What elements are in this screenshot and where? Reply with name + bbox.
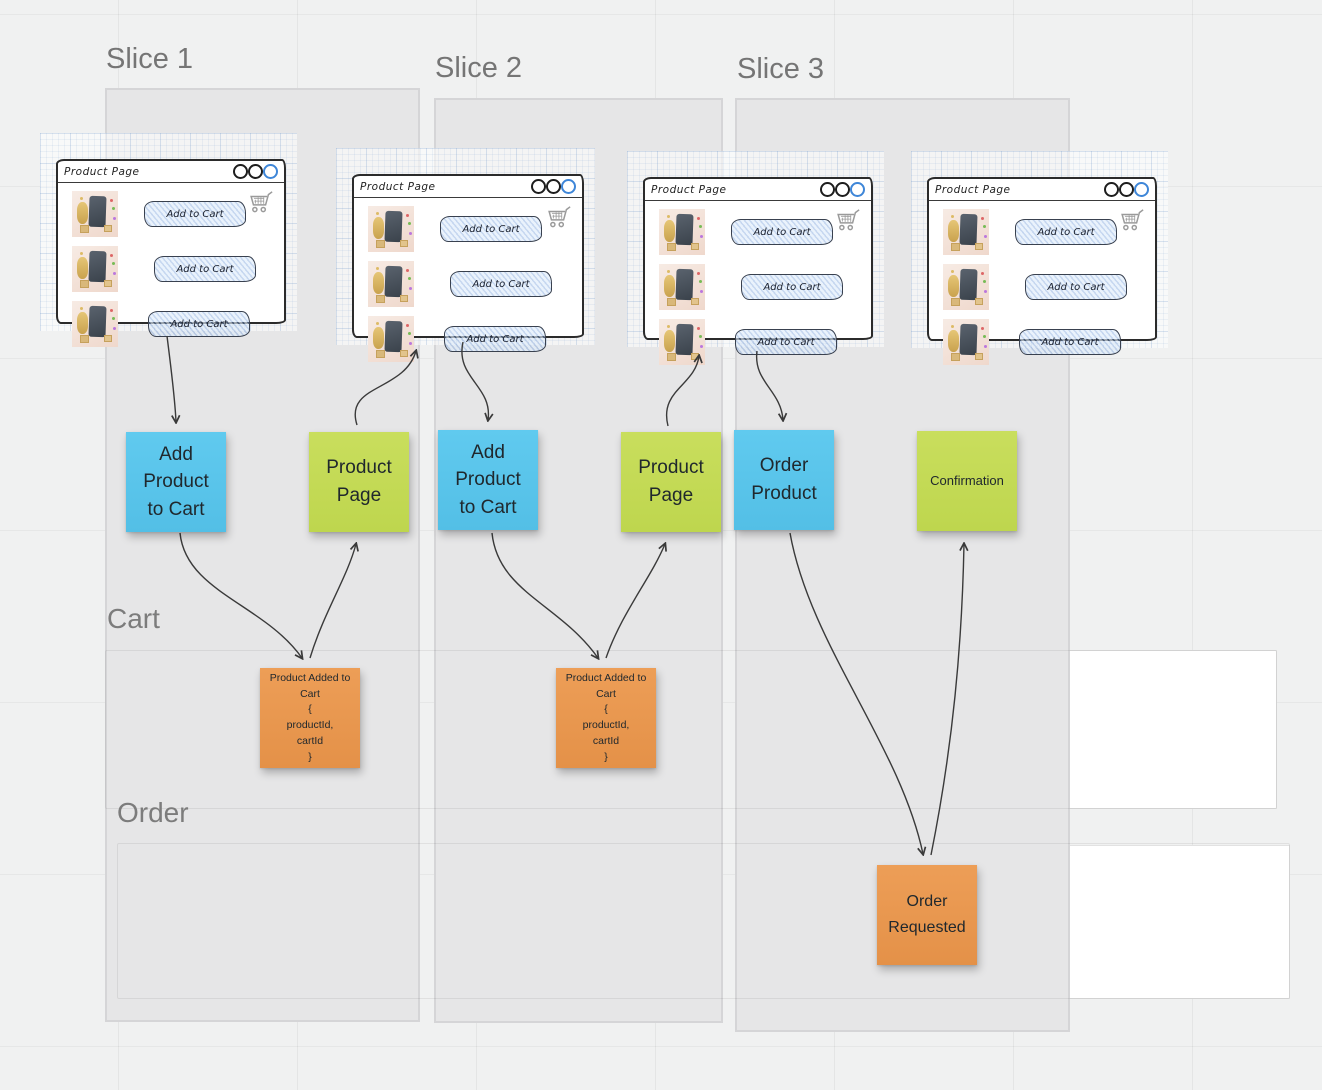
shopping-cart-icon [837,209,860,231]
window-title: Product Page [360,180,436,193]
window-title: Product Page [651,183,727,196]
wireframe-product-page-3[interactable]: Product Page Add to Cart [627,151,884,365]
browser-window: Product Page Add to Cart [56,159,286,347]
circle-icon [1119,182,1134,197]
cart-lane-segment[interactable] [1069,650,1277,809]
product-row: Add to Cart [368,316,552,362]
browser-window: Product Page Add to Cart [352,174,584,362]
add-to-cart-button: Add to Cart [444,326,546,352]
circle-icon [546,179,561,194]
product-row: Add to Cart [72,246,256,292]
window-control-circles [531,179,576,194]
browser-window: Product Page Add to Cart [643,177,873,365]
order-lane-label[interactable]: Order [117,797,189,828]
connector-arrow[interactable] [491,532,598,658]
add-to-cart-button: Add to Cart [741,274,843,300]
slice-2-label[interactable]: Slice 2 [435,52,523,84]
product-image [72,191,118,237]
connector-arrow[interactable] [789,532,923,854]
circle-icon-blue [561,179,576,194]
shopping-cart-icon [1121,209,1144,231]
sticky-event-product-added-to-cart-2[interactable]: Product Added to Cart { productId, cartI… [556,668,656,768]
order-lane-segment[interactable] [1069,845,1290,999]
connector-arrow[interactable] [461,341,489,420]
product-image [943,209,989,255]
add-to-cart-button: Add to Cart [144,201,246,227]
product-row: Add to Cart [72,301,256,347]
sticky-command-add-product-to-cart-2[interactable]: Add Product to Cart [438,430,538,530]
product-image [72,246,118,292]
window-title: Product Page [64,165,140,178]
product-image [368,316,414,362]
window-control-circles [820,182,865,197]
sticky-view-product-page-2[interactable]: Product Page [621,432,721,532]
connector-arrow[interactable] [309,544,356,659]
product-image [943,264,989,310]
connector-arrow[interactable] [166,335,176,422]
product-row: Add to Cart [943,264,1127,310]
wireframe-product-page-2[interactable]: Product Page Add to Cart [336,148,595,362]
add-to-cart-button: Add to Cart [154,256,256,282]
connector-arrow[interactable] [930,544,964,856]
product-image [659,264,705,310]
circle-icon [531,179,546,194]
add-to-cart-button: Add to Cart [440,216,542,242]
product-image [659,319,705,365]
add-to-cart-button: Add to Cart [450,271,552,297]
circle-icon [233,164,248,179]
connector-arrow[interactable] [605,544,665,659]
window-control-circles [233,164,278,179]
circle-icon-blue [1134,182,1149,197]
window-control-circles [1104,182,1149,197]
wireframe-product-page-1[interactable]: Product Page Add to Cart [40,133,297,347]
circle-icon [835,182,850,197]
product-row: Add to Cart [659,264,843,310]
circle-icon-blue [263,164,278,179]
sticky-command-order-product[interactable]: Order Product [734,430,834,530]
shopping-cart-icon [250,191,273,213]
circle-icon-blue [850,182,865,197]
product-row: Add to Cart [72,191,256,237]
slice-3-label[interactable]: Slice 3 [737,53,825,85]
shopping-cart-icon [548,206,571,228]
browser-window: Product Page Add to Cart [927,177,1157,365]
wireframe-product-page-4[interactable]: Product Page Add to Cart [911,151,1168,365]
product-row: Add to Cart [659,209,843,255]
connector-arrow[interactable] [665,356,699,427]
product-image [659,209,705,255]
sticky-command-add-product-to-cart-1[interactable]: Add Product to Cart [126,432,226,532]
add-to-cart-button: Add to Cart [731,219,833,245]
circle-icon [820,182,835,197]
sticky-event-product-added-to-cart-1[interactable]: Product Added to Cart { productId, cartI… [260,668,360,768]
product-image [72,301,118,347]
product-row: Add to Cart [368,206,552,252]
product-row: Add to Cart [368,261,552,307]
sticky-view-product-page-1[interactable]: Product Page [309,432,409,532]
product-row: Add to Cart [943,209,1127,255]
product-image [368,206,414,252]
sticky-event-order-requested[interactable]: Order Requested [877,865,977,965]
add-to-cart-button: Add to Cart [1015,219,1117,245]
add-to-cart-button: Add to Cart [735,329,837,355]
sticky-view-confirmation[interactable]: Confirmation [917,431,1017,531]
add-to-cart-button: Add to Cart [148,311,250,337]
cart-lane-label[interactable]: Cart [107,603,160,634]
slice-1-label[interactable]: Slice 1 [106,43,194,75]
connector-arrow[interactable] [756,350,783,420]
connector-arrow[interactable] [354,351,416,426]
add-to-cart-button: Add to Cart [1025,274,1127,300]
circle-icon [1104,182,1119,197]
window-title: Product Page [935,183,1011,196]
add-to-cart-button: Add to Cart [1019,329,1121,355]
circle-icon [248,164,263,179]
product-image [368,261,414,307]
product-row: Add to Cart [943,319,1127,365]
product-image [943,319,989,365]
product-row: Add to Cart [659,319,843,365]
connector-arrow[interactable] [179,532,302,658]
